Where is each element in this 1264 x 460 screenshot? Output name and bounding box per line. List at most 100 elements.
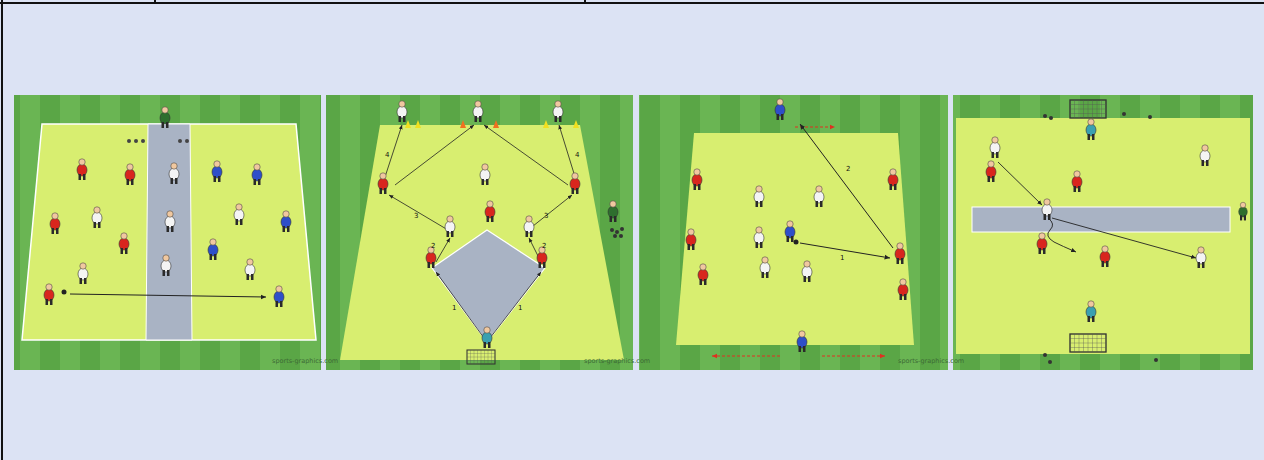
cones [405, 120, 579, 128]
pitch-graphic [956, 118, 1250, 354]
pitch-graphic [610, 228, 614, 232]
pitch-graphic [22, 124, 316, 340]
pitch-graphic [802, 261, 812, 282]
callout-number: 2 [846, 166, 850, 173]
pitch-graphic [754, 186, 764, 207]
pitch-graphic [415, 120, 421, 128]
pitch-graphic [165, 211, 175, 232]
watermark: sports-graphics.com [898, 358, 964, 365]
callout-number: 3 [414, 213, 418, 220]
pitch-graphic [340, 125, 624, 360]
pitch-graphic [1148, 115, 1152, 119]
pitch-graphic [169, 163, 179, 184]
pitch-graphic [1200, 145, 1210, 166]
pitch-graphic [1052, 218, 1196, 258]
pitch-graphic [490, 272, 541, 338]
pitch-graphic [620, 227, 624, 231]
callout-number: 4 [575, 152, 579, 159]
pitch-graphic [990, 137, 1000, 158]
pitch-graphic [998, 162, 1042, 205]
pitch-graphic [378, 173, 388, 194]
pitch-graphic [0, 2, 1264, 4]
pitch-graphic [326, 95, 633, 370]
pitch-graphic [953, 95, 1253, 370]
pitch-graphic [543, 120, 549, 128]
panel-four [953, 95, 1253, 370]
pitch-graphic [676, 133, 914, 345]
panel-one [14, 95, 321, 370]
pitch-graphic [895, 243, 905, 264]
pitch-graphic [573, 120, 579, 128]
pitch-graphic [62, 290, 67, 295]
pitch-graphic [127, 139, 131, 143]
pitch-graphic [1070, 100, 1106, 118]
pitch-graphic [389, 195, 448, 230]
pitch-graphic [185, 139, 189, 143]
pitch-graphic [460, 120, 466, 128]
pitch-graphic [125, 164, 135, 185]
callout-number: 3 [544, 213, 548, 220]
pitch-graphic [797, 331, 807, 352]
pitch-graphic [1043, 114, 1047, 118]
pitch-graphic [1043, 112, 1158, 364]
pitch-graphic [570, 173, 580, 194]
callout-number: 1 [840, 255, 844, 262]
pitch-graphic [972, 207, 1230, 232]
pitch-graphic [692, 169, 702, 190]
pitch-graphic [610, 227, 624, 238]
pitch-graphic [234, 204, 244, 225]
pitch-graphic [888, 169, 898, 190]
pitch-graphic [524, 216, 534, 237]
pitch-graphic [77, 159, 87, 180]
pitch-graphic [559, 125, 576, 180]
pitch-graphic [436, 272, 484, 338]
pitch-graphic [800, 124, 893, 248]
pitch-graphic [800, 243, 890, 258]
pitch-graphic [480, 164, 490, 185]
pitch-graphic [754, 227, 764, 248]
watermark: sports-graphics.com [272, 358, 338, 365]
pitch-graphic [281, 211, 291, 232]
pitch-graphic [1037, 233, 1047, 254]
pitch-graphic [432, 230, 545, 342]
pitch-graphic [70, 294, 266, 297]
pitch-graphic [775, 99, 785, 120]
pitch-graphic [800, 124, 893, 258]
pitch-graphic [1, 0, 3, 460]
pitch-graphic [397, 101, 407, 122]
pitch-graphic [405, 120, 411, 128]
pitch-graphic [1070, 334, 1106, 352]
pitch-graphic [686, 229, 696, 250]
pitch-graphic [760, 257, 770, 278]
pitch-graphic [178, 139, 182, 143]
panel-two [326, 95, 633, 370]
pitch-graphic [1154, 358, 1158, 362]
pitch-graphic [619, 234, 623, 238]
pitch-graphic [212, 161, 222, 182]
pitch-graphic [467, 350, 495, 364]
pitch-graphic [1239, 202, 1248, 220]
pitch-graphic [473, 101, 483, 122]
pitch-graphic [14, 95, 321, 370]
pitch-graphic [1048, 360, 1052, 364]
pitch-graphic [208, 239, 218, 260]
pitch-graphic [1196, 247, 1206, 268]
pitch-graphic [493, 120, 499, 128]
pitch-graphic [274, 286, 284, 307]
pitch-graphic [160, 107, 170, 128]
callout-number: 1 [518, 305, 522, 312]
pitch-graphic [615, 230, 619, 234]
pitch-graphic [1086, 119, 1096, 140]
pitch-graphic [639, 95, 948, 370]
pitch-graphic [141, 139, 145, 143]
pitch-graphic [485, 201, 495, 222]
callout-number: 1 [452, 305, 456, 312]
pitch-graphic [1049, 116, 1053, 120]
pitch-graphic [795, 127, 835, 128]
pitch-graphic [898, 279, 908, 300]
pitch-graphic [384, 125, 402, 180]
pitch-graphic [712, 356, 780, 357]
